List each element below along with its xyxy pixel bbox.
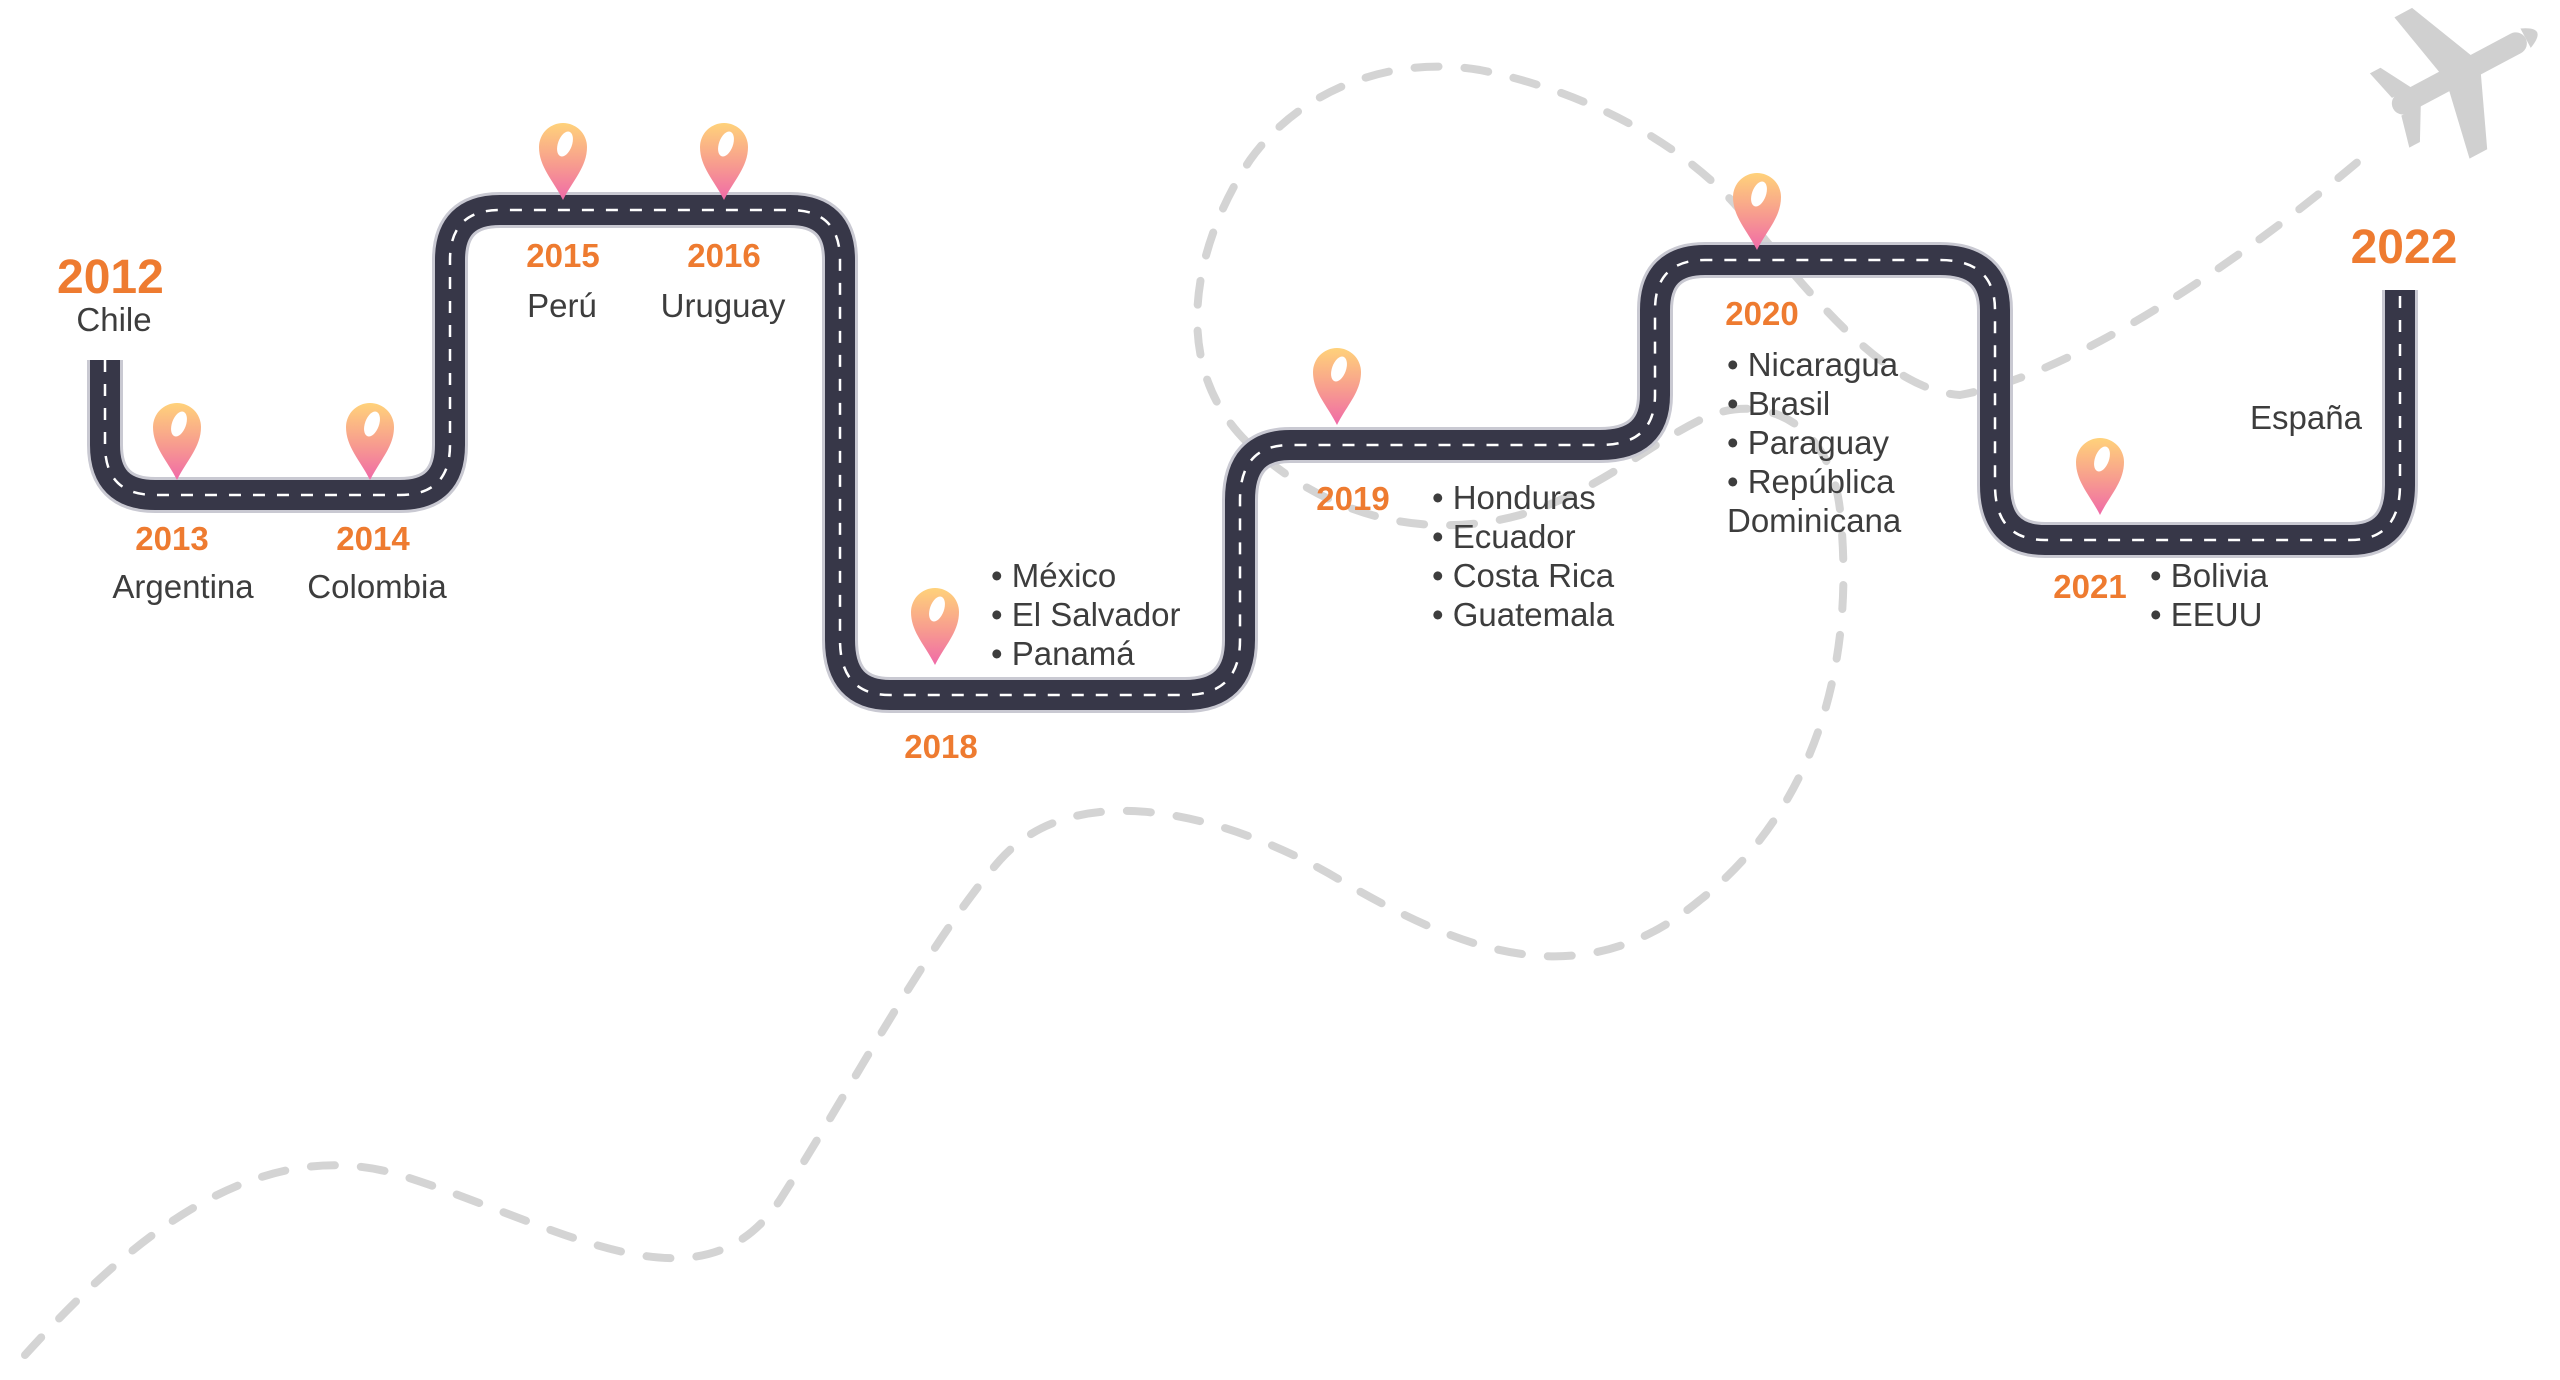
year-label-2015: 2015: [526, 237, 600, 274]
road-lane-markings: [103, 208, 2402, 697]
map-pins: [153, 123, 2124, 665]
place-label-espana: España: [2250, 399, 2362, 436]
list-item: • México: [991, 557, 1117, 594]
list-item: • Guatemala: [1432, 596, 1615, 633]
places-list-2020: • Nicaragua • Brasil • Paraguay • Repúbl…: [1727, 345, 1901, 540]
list-item: • EEUU: [2150, 596, 2263, 633]
list-item: • Brasil: [1727, 385, 1831, 422]
places-list-2019: • Honduras • Ecuador • Costa Rica • Guat…: [1432, 478, 1614, 634]
map-pin-icon: [153, 403, 201, 480]
place-label-colombia: Colombia: [307, 568, 447, 605]
places-list-2018: • México • El Salvador • Panamá: [991, 556, 1180, 673]
map-pin-icon: [700, 123, 748, 200]
place-label-argentina: Argentina: [112, 568, 254, 605]
list-item: Dominicana: [1727, 502, 1902, 539]
places-list-2021: • Bolivia • EEUU: [2150, 556, 2268, 634]
map-pin-icon: [539, 123, 587, 200]
map-pin-icon: [2076, 438, 2124, 515]
list-item: • Nicaragua: [1727, 346, 1899, 383]
flight-path: [21, 62, 2364, 1359]
place-label-peru: Perú: [527, 287, 597, 324]
list-item: • El Salvador: [991, 596, 1181, 633]
year-label-2018: 2018: [904, 728, 978, 765]
map-pin-icon: [1733, 173, 1781, 250]
list-item: • Ecuador: [1432, 518, 1576, 555]
year-label-2020: 2020: [1725, 295, 1799, 332]
list-item: • República: [1727, 463, 1895, 500]
list-item: • Bolivia: [2150, 557, 2268, 594]
year-label-2021: 2021: [2053, 568, 2127, 605]
map-pin-icon: [911, 588, 959, 665]
list-item: • Costa Rica: [1432, 557, 1615, 594]
year-label-2013: 2013: [135, 520, 209, 557]
list-item: • Paraguay: [1727, 424, 1889, 461]
year-label-2019: 2019: [1316, 480, 1390, 517]
place-label-uruguay: Uruguay: [660, 287, 786, 324]
year-label-2022: 2022: [2350, 221, 2458, 274]
year-label-2014: 2014: [336, 520, 410, 557]
list-item: • Panamá: [991, 635, 1135, 672]
list-item: • Honduras: [1432, 479, 1596, 516]
map-pin-icon: [346, 403, 394, 480]
year-label-2012: 2012: [57, 251, 164, 304]
place-label-chile: Chile: [76, 301, 152, 338]
map-pin-icon: [1313, 348, 1361, 425]
year-label-2016: 2016: [687, 237, 761, 274]
airplane-icon: [2369, 7, 2538, 159]
